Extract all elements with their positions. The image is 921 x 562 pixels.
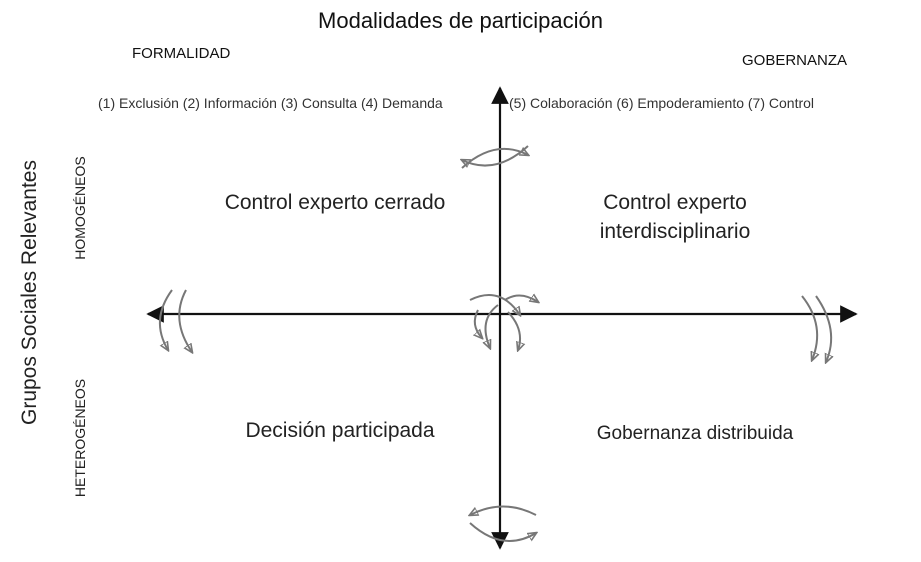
x-axis-right-label: GOBERNANZA	[742, 52, 848, 69]
quadrant-top-left: Control experto cerrado	[224, 191, 446, 214]
quadrant-bottom-right: Gobernanza distribuida	[596, 423, 794, 444]
diagram-title: Modalidades de participación	[318, 8, 603, 33]
rotation-arrows-icon	[801, 295, 831, 362]
x-axis-left-label: FORMALIDAD	[132, 45, 231, 62]
rotation-arrows-icon	[470, 505, 536, 542]
rotation-arrows-icon	[158, 289, 192, 352]
rotation-arrows-icon	[469, 295, 538, 350]
participation-levels-right: (5) Colaboración (6) Empoderamiento (7) …	[509, 95, 815, 111]
participation-levels-left: (1) Exclusión (2) Información (3) Consul…	[98, 95, 443, 111]
quadrant-bottom-left: Decisión participada	[245, 419, 435, 442]
quadrant-top-right: Control experto interdisciplinario	[599, 191, 751, 244]
rotation-arrows-icon	[462, 145, 528, 169]
